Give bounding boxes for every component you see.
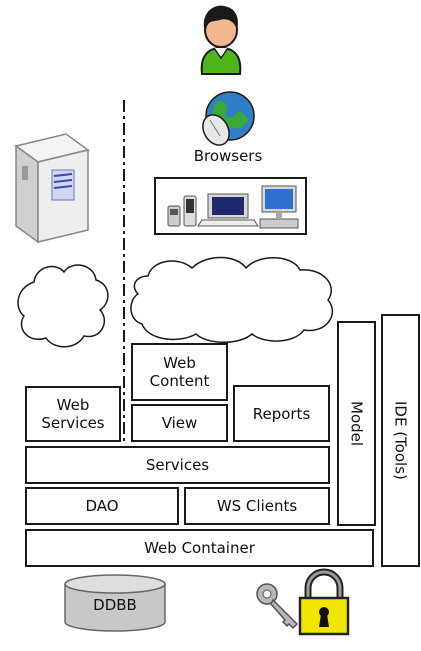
server-icon <box>14 133 90 244</box>
devices-box <box>154 177 307 235</box>
web-services-box: Web Services <box>25 386 121 442</box>
web-container-label: Web Container <box>144 539 255 557</box>
padlock-icon <box>298 568 350 636</box>
browsers-label: Browsers <box>193 147 263 165</box>
web-services-label: Web Services <box>41 396 105 432</box>
user-icon <box>200 5 242 75</box>
services-box: Services <box>25 446 330 484</box>
reports-label: Reports <box>252 404 311 423</box>
web-content-label: Web Content <box>149 354 210 390</box>
ide-tools-label: IDE (Tools) <box>391 401 410 480</box>
tier-divider <box>123 100 125 445</box>
globe-mouse-icon <box>202 91 255 146</box>
ws-clients-box: WS Clients <box>184 487 330 525</box>
cloud-icon <box>17 264 109 348</box>
web-container-box: Web Container <box>25 529 374 567</box>
cloud-icon <box>130 256 334 343</box>
dao-label: DAO <box>85 497 119 515</box>
key-icon <box>256 583 299 630</box>
view-box: View <box>131 404 228 442</box>
model-box: Model <box>337 321 376 526</box>
model-label: Model <box>347 400 366 447</box>
devices-icon <box>167 185 299 229</box>
services-label: Services <box>145 456 210 474</box>
ddbb-label: DDBB <box>93 596 137 614</box>
database-icon <box>64 574 166 632</box>
web-content-box: Web Content <box>131 343 228 401</box>
ide-tools-box: IDE (Tools) <box>381 314 420 567</box>
ws-clients-label: WS Clients <box>216 497 298 515</box>
view-label: View <box>161 414 198 432</box>
reports-box: Reports <box>233 385 330 442</box>
dao-box: DAO <box>25 487 179 525</box>
